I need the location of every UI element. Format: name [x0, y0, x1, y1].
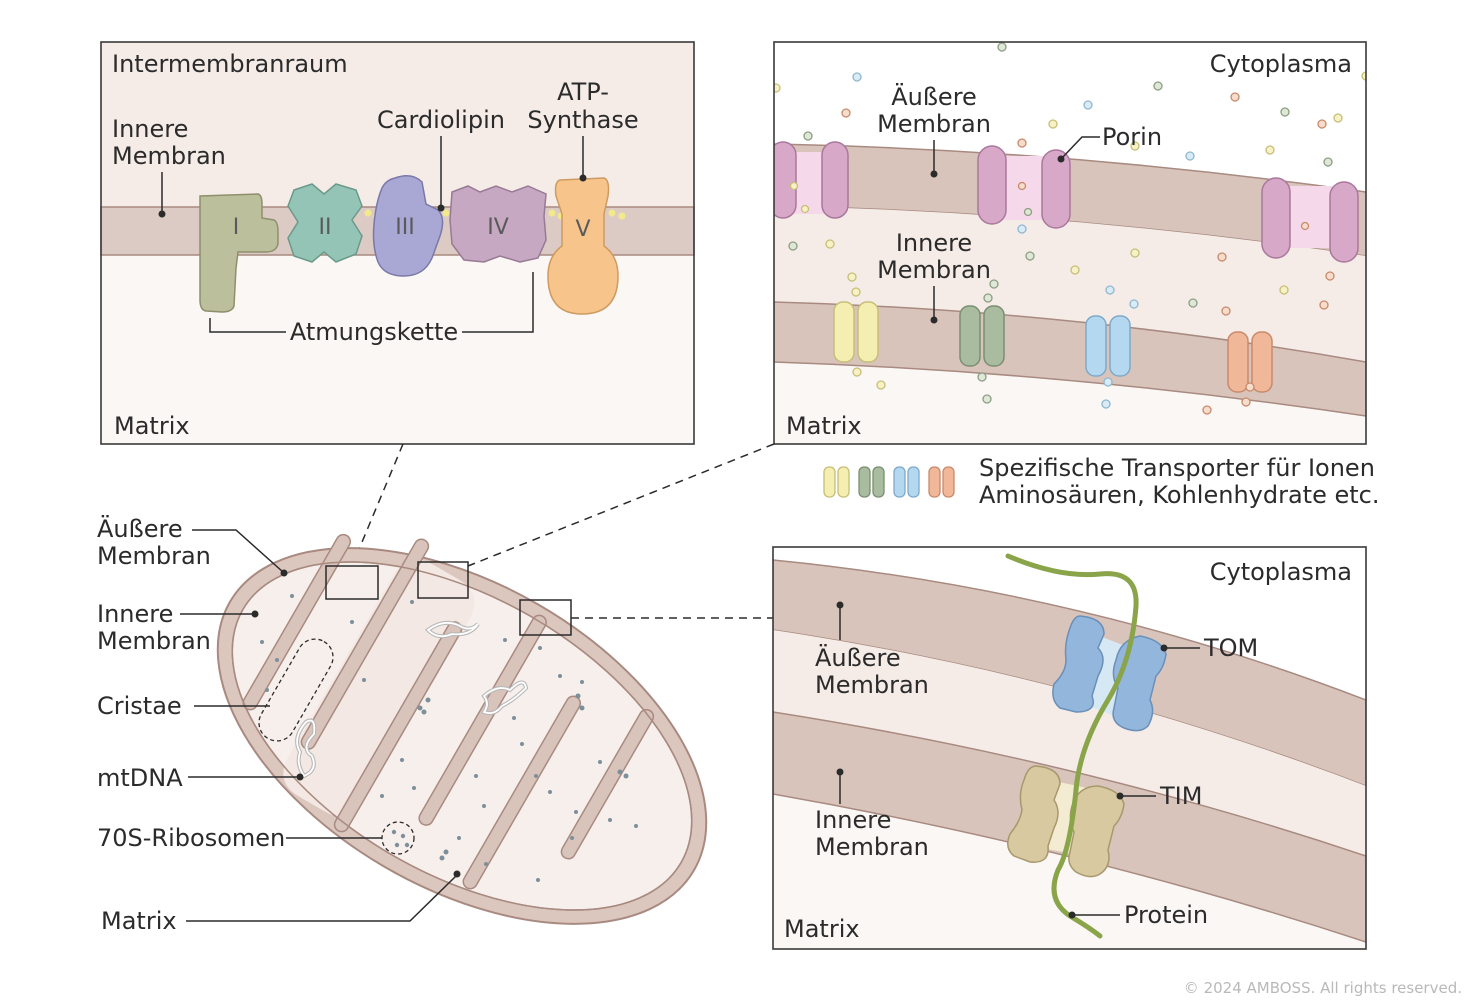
leader-outer-membrane — [192, 529, 284, 573]
porin-channel-1 — [774, 141, 849, 219]
tom-label: TOM — [1203, 634, 1258, 662]
porin-dot — [1057, 155, 1065, 163]
tim-label: TIM — [1159, 782, 1202, 810]
intermembrane-space-label: Intermembranraum — [112, 50, 348, 78]
cytoplasm-region-import — [773, 547, 1366, 700]
inner-membrane-dot — [158, 210, 166, 218]
inner-membrane-label-porin-line1: Innere — [896, 229, 972, 257]
legend-text-line1: Spezifische Transporter für Ionen — [979, 454, 1375, 482]
inner-membrane-dot-porin — [930, 316, 938, 324]
atp-synthase-label-line2: Synthase — [527, 106, 638, 134]
complex-label-I: I — [233, 215, 240, 240]
mitochondrion — [216, 533, 708, 925]
legend-transporter-icons — [823, 466, 955, 498]
zoom-box-porin — [417, 561, 469, 599]
zoom-box-respiratory — [325, 565, 379, 600]
panel-protein-import: Cytoplasma Äußere Membran TOM Innere Mem… — [772, 546, 1367, 950]
inner-membrane-dot-import — [836, 768, 844, 776]
label-inner-membrane-line2: Membran — [97, 627, 211, 655]
atp-synthase-label-line1: ATP- — [557, 78, 609, 106]
transporter-orange — [1227, 331, 1273, 393]
label-ribosomes: 70S-Ribosomen — [97, 824, 285, 852]
outer-membrane-label-line1: Äußere — [891, 82, 977, 111]
outer-membrane-label-line2: Membran — [877, 110, 991, 138]
porin-channel-2 — [977, 145, 1071, 229]
tim-complex — [1007, 765, 1125, 878]
legend-text-line2: Aminosäuren, Kohlenhydrate etc. — [979, 481, 1379, 509]
transporter-blue — [1085, 315, 1131, 377]
protein-chain — [1005, 553, 1139, 939]
dot-mtdna — [296, 773, 304, 781]
matrix-label-porin: Matrix — [786, 412, 862, 440]
porin-channel-3 — [1261, 177, 1359, 263]
panel-import-frame — [772, 546, 1367, 950]
inner-membrane-label-line1: Innere — [112, 115, 188, 143]
dot-outer-membrane — [280, 569, 288, 577]
ribosome-dots — [260, 594, 638, 882]
matrix-compartment — [283, 559, 475, 817]
complex-V-atp-synthase — [547, 177, 619, 315]
inner-membrane-label-import-line1: Innere — [815, 806, 891, 834]
solute-molecules — [774, 42, 1366, 415]
complex-label-IV: IV — [487, 215, 509, 240]
panel-respiratory-chain: I II III IV V Intermembranraum Innere Me… — [100, 41, 695, 445]
complex-label-V: V — [575, 217, 590, 242]
outer-membrane-label-import-line2: Membran — [815, 671, 929, 699]
cardiolipin-label: Cardiolipin — [377, 106, 505, 134]
dot-inner-membrane — [251, 610, 259, 618]
atp-synthase-dot — [579, 174, 587, 182]
protein-dot — [1068, 911, 1076, 919]
cytoplasm-label-porin: Cytoplasma — [1210, 50, 1352, 78]
porin-label: Porin — [1102, 123, 1162, 151]
cardiolipin-dot — [437, 204, 445, 212]
connector-porin — [467, 443, 775, 567]
tim-dot — [1116, 792, 1124, 800]
cristae-folds — [242, 533, 655, 890]
cytoplasm-label-import: Cytoplasma — [1210, 558, 1352, 586]
label-inner-membrane-line1: Innere — [97, 600, 173, 628]
outer-membrane-dot-import — [836, 601, 844, 609]
label-matrix: Matrix — [101, 907, 177, 935]
mitochondrion-labels: Äußere Membran Innere Membran Cristae mt… — [97, 514, 461, 935]
tom-dot — [1160, 644, 1168, 652]
label-cristae: Cristae — [97, 692, 182, 720]
panel-respiratory-frame — [100, 41, 695, 445]
porin-leader — [1061, 136, 1100, 159]
complex-IV — [449, 185, 547, 263]
complex-I — [199, 193, 279, 313]
protein-label: Protein — [1124, 901, 1208, 929]
zoom-box-import — [519, 599, 572, 636]
intermembrane-region-import — [773, 630, 1366, 856]
inner-membrane-label-import-line2: Membran — [815, 833, 929, 861]
respiratory-chain-label: Atmungskette — [290, 318, 458, 346]
outer-membrane-label-import-line1: Äußere — [815, 643, 901, 672]
label-outer-membrane-line1: Äußere — [97, 514, 183, 543]
complex-label-III: III — [395, 215, 414, 240]
dot-matrix — [453, 870, 461, 878]
panel-porin-transporters: Cytoplasma Äußere Membran Porin Innere M… — [773, 41, 1367, 445]
panel-porin-frame — [773, 41, 1367, 445]
inner-membrane-label-porin-line2: Membran — [877, 256, 991, 284]
outer-membrane-dot — [930, 170, 938, 178]
cytoplasm-region — [774, 42, 1366, 192]
transporter-yellow — [833, 301, 879, 363]
transporter-legend: Spezifische Transporter für Ionen Aminos… — [823, 454, 1379, 509]
label-mtdna: mtDNA — [97, 764, 183, 792]
complex-III — [372, 175, 444, 277]
inner-membrane-label-line2: Membran — [112, 142, 226, 170]
complex-label-II: II — [319, 215, 332, 240]
transporter-green — [959, 305, 1005, 367]
zoom-connectors — [351, 443, 775, 619]
matrix-label-import: Matrix — [784, 915, 860, 943]
respiratory-chain-bracket — [209, 272, 534, 333]
intermembrane-region — [774, 206, 1366, 362]
label-outer-membrane-line2: Membran — [97, 542, 211, 570]
leader-matrix — [186, 875, 457, 922]
complex-II — [287, 183, 363, 263]
copyright-notice: © 2024 AMBOSS. All rights reserved. — [1184, 979, 1462, 997]
matrix-label-respiratory: Matrix — [114, 412, 190, 440]
